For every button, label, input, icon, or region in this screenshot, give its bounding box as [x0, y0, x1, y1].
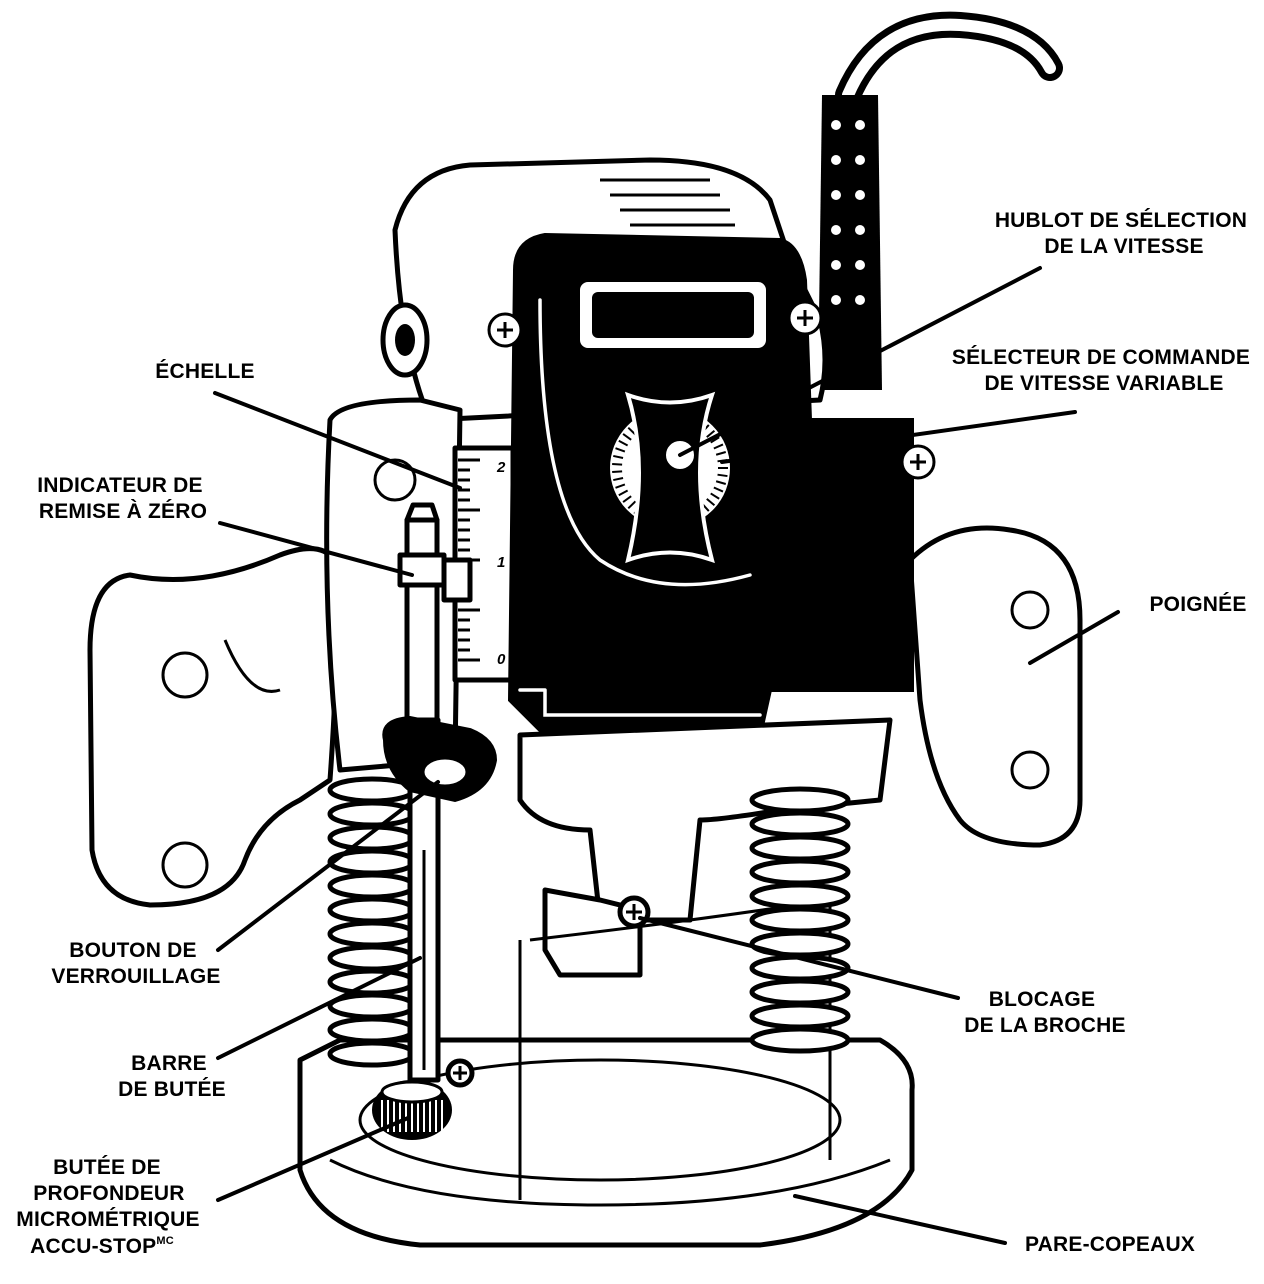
left-handle	[90, 549, 337, 905]
power-cord	[818, 25, 1050, 390]
label-depth-stop: BUTÉE DE PROFONDEUR MICROMÉTRIQUE ACCU-S…	[16, 1156, 205, 1258]
label-lock-knob: BOUTON DE VERROUILLAGE	[51, 939, 220, 988]
label-zero-indicator: INDICATEUR DE REMISE À ZÉRO	[37, 474, 209, 523]
right-handle	[910, 528, 1080, 845]
label-speed-window: HUBLOT DE SÉLECTION DE LA VITESSE	[995, 209, 1253, 258]
label-speed-selector: SÉLECTEUR DE COMMANDE DE VITESSE VARIABL…	[952, 346, 1256, 395]
label-stop-bar: BARRE DE BUTÉE	[118, 1052, 226, 1101]
label-handle: POIGNÉE	[1149, 593, 1246, 616]
scale-mark-1: 1	[497, 554, 505, 571]
trademark-mark: MC	[156, 1235, 174, 1247]
label-scale: ÉCHELLE	[155, 360, 254, 383]
label-chip-shield: PARE-COPEAUX	[1025, 1233, 1195, 1256]
scale-mark-2: 2	[496, 459, 506, 476]
left-spring	[330, 779, 414, 1065]
scale-mark-0: 0	[497, 651, 506, 668]
right-spring	[752, 789, 848, 1051]
label-spindle-lock: BLOCAGE DE LA BROCHE	[964, 988, 1125, 1037]
